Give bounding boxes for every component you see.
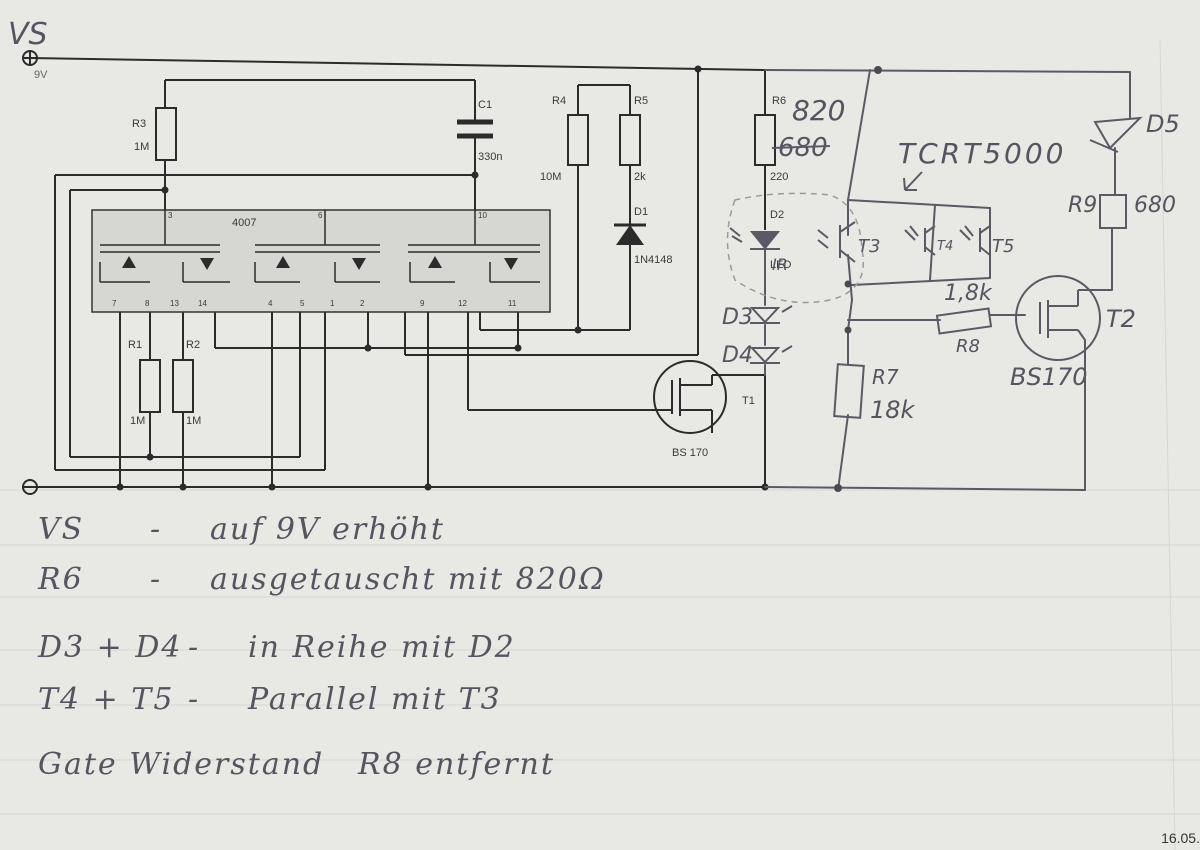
- r4-value: 10M: [540, 171, 561, 183]
- r2-resistor: [172, 359, 194, 413]
- note-line: T4 + T5- Parallel mit T3: [38, 682, 502, 742]
- note-line: VS - auf 9V erhöht: [38, 512, 445, 572]
- c1-ref: C1: [478, 99, 492, 111]
- ic-pin-label: 4: [268, 299, 273, 308]
- ic-pin-label: 3: [168, 211, 173, 220]
- r6-new-value: 820: [792, 94, 845, 127]
- d4-label: D4: [722, 343, 753, 368]
- r3-value: 1M: [134, 141, 149, 153]
- ic-pin-label: 1: [330, 299, 335, 308]
- date-stamp: 16.05.: [1161, 830, 1200, 846]
- ic-pin-label: 12: [458, 299, 467, 308]
- note-key: R6: [38, 562, 84, 597]
- t2-ref: T2: [1106, 305, 1136, 333]
- r5-ref: R5: [634, 95, 648, 107]
- d1-ref: D1: [634, 206, 648, 218]
- t3-label: T3: [858, 236, 880, 257]
- note-text: ausgetauscht mit 820Ω: [210, 562, 606, 597]
- r8-resistor: [935, 307, 993, 335]
- ic-pin-label: 10: [478, 211, 487, 220]
- note-text: in Reihe mit D2: [248, 630, 516, 665]
- d1-value: 1N4148: [634, 254, 673, 266]
- note-dash: -: [150, 562, 163, 597]
- ic-pin-label: 14: [198, 299, 207, 308]
- note-key: D3 + D4: [38, 630, 183, 665]
- d5-label: D5: [1146, 110, 1180, 138]
- t3-phototransistor-icon: [817, 221, 856, 263]
- r6-ref: R6: [772, 95, 786, 107]
- ic-pin-label: 13: [170, 299, 179, 308]
- r7-value: 18k: [870, 396, 916, 424]
- note-text: R8 entfernt: [358, 747, 555, 782]
- r6-strike-line: [771, 145, 831, 149]
- ic-pin-label: 7: [112, 299, 117, 308]
- ic-pin-label: 5: [300, 299, 305, 308]
- ic-pin-label: 11: [508, 299, 517, 308]
- r8-ref: R8: [956, 336, 980, 357]
- ic-pin-label: 2: [360, 299, 365, 308]
- d1-diode-icon: [614, 223, 646, 245]
- note-text: Parallel mit T3: [248, 682, 502, 717]
- d3-led-icon: [749, 305, 793, 324]
- r2-value: 1M: [186, 415, 201, 427]
- ic-label: 4007: [232, 217, 256, 229]
- r5-resistor: [619, 114, 641, 166]
- d3-label: D3: [722, 305, 753, 330]
- r4-resistor: [567, 114, 589, 166]
- t2-mosfet-icon: [1015, 275, 1112, 361]
- t1-mosfet-icon: [653, 360, 765, 434]
- sensor-label: TCRT5000: [898, 137, 1066, 170]
- r7-resistor: [833, 363, 865, 419]
- r9-ref: R9: [1068, 193, 1097, 218]
- r2-ref: R2: [186, 339, 200, 351]
- sensor-pointer-arrow-icon: [903, 171, 923, 191]
- note-dash: -: [188, 682, 201, 717]
- r3-ref: R3: [132, 118, 146, 130]
- ic-pin-label: 8: [145, 299, 150, 308]
- t1-ref: T1: [742, 395, 755, 407]
- d5-led-icon: [1089, 116, 1143, 153]
- r9-resistor: [1099, 194, 1127, 229]
- d2-ir-label: IR: [772, 255, 788, 274]
- note-text: auf 9V erhöht: [210, 512, 445, 547]
- r1-value: 1M: [130, 415, 145, 427]
- c1-capacitor: [457, 119, 493, 139]
- note-line: D3 + D4- in Reihe mit D2: [38, 630, 516, 690]
- note-dash: -: [150, 512, 163, 547]
- t5-label: T5: [992, 236, 1014, 257]
- d2-ref: D2: [770, 209, 784, 221]
- r7-ref: R7: [872, 365, 899, 389]
- r4-ref: R4: [552, 95, 566, 107]
- t4-label: T4: [937, 239, 953, 254]
- r1-ref: R1: [128, 339, 142, 351]
- t4-phototransistor-icon: [904, 225, 936, 256]
- r1-resistor: [139, 359, 161, 413]
- t5-phototransistor-icon: [959, 225, 991, 256]
- d4-led-icon: [749, 345, 793, 364]
- t2-type: BS170: [1010, 363, 1088, 391]
- note-key: Gate Widerstand: [38, 747, 325, 782]
- ic-pin-label: 9: [420, 299, 425, 308]
- c1-value: 330n: [478, 151, 502, 163]
- r8-value: 1,8k: [944, 281, 993, 306]
- d2-type: LED: [770, 259, 791, 271]
- note-dash: -: [188, 630, 201, 665]
- r6-original-value: 220: [770, 171, 788, 183]
- r5-value: 2k: [634, 171, 646, 183]
- d2-ir-led-icon: [729, 227, 781, 250]
- note-key: VS: [38, 512, 85, 547]
- ic-pin-label: 6: [318, 211, 323, 220]
- t1-type: BS 170: [672, 447, 708, 459]
- supply-voltage-label: 9V: [34, 69, 48, 81]
- note-line: R6 - ausgetauscht mit 820Ω: [38, 562, 606, 622]
- ic-4007: [91, 209, 551, 313]
- r6-resistor: [754, 114, 776, 166]
- r3-resistor: [155, 107, 177, 161]
- supply-label: VS: [8, 17, 48, 52]
- r9-value: 680: [1134, 193, 1176, 218]
- note-line: Gate Widerstand R8 entfernt: [38, 747, 555, 807]
- note-key: T4 + T5: [38, 682, 175, 717]
